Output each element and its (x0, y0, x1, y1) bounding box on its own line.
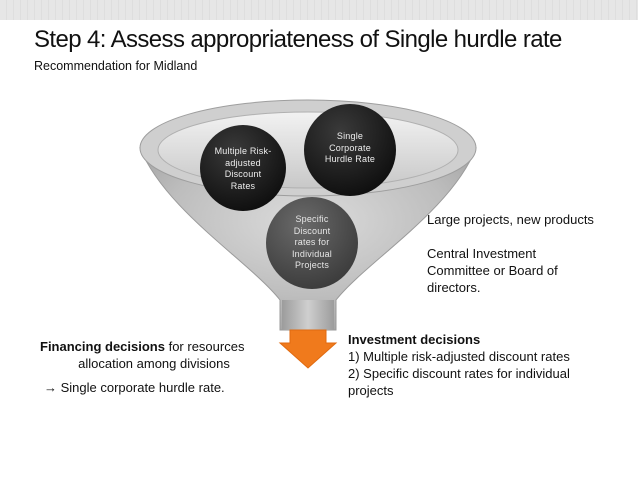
slide-subtitle: Recommendation for Midland (34, 59, 198, 73)
financing-block: Financing decisions for resources alloca… (40, 338, 268, 396)
ball-label-specific-rates: Specific Discount rates for Individual P… (291, 214, 333, 270)
funnel-neck (282, 300, 334, 330)
financing-line2: allocation among divisions (78, 356, 230, 371)
right-panel-line3: Committee or Board of (427, 263, 558, 278)
right-panel-line4: directors. (427, 280, 481, 295)
financing-heading: Financing decisions (40, 339, 165, 354)
ball-single-corporate (304, 104, 396, 196)
investment-item2a: 2) Specific discount rates for individua… (348, 366, 570, 381)
investment-heading: Investment decisions (348, 332, 481, 347)
ball-label-single-corporate: Single Corporate Hurdle Rate (324, 131, 376, 164)
financing-rest: for resources (164, 339, 245, 354)
investment-block: Investment decisions 1) Multiple risk-ad… (348, 331, 628, 399)
ball-label-multiple-risk: Multiple Risk- adjusted Discount Rates (214, 146, 272, 191)
ball-multiple-risk (200, 125, 286, 211)
right-panel: Large projects, new products Central Inv… (427, 211, 632, 296)
right-panel-line2: Central Investment (427, 246, 537, 261)
ball-specific-rates (266, 197, 358, 289)
investment-item2b: projects (348, 383, 394, 398)
arrow-right-icon: → (44, 380, 57, 395)
down-arrow-icon (278, 329, 338, 369)
right-panel-line1: Large projects, new products (427, 212, 594, 227)
financing-line3: Single corporate hurdle rate. (57, 380, 225, 395)
slide-title: Step 4: Assess appropriateness of Single… (34, 26, 562, 53)
investment-item1: 1) Multiple risk-adjusted discount rates (348, 349, 570, 364)
top-bar (0, 0, 638, 20)
